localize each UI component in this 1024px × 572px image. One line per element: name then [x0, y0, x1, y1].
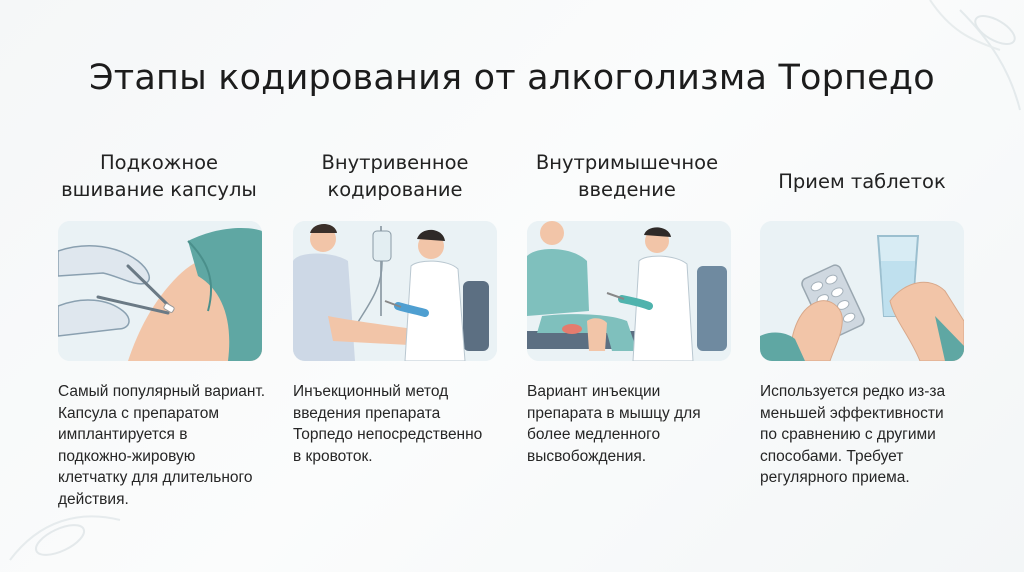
- description-line: Торпедо непосредственно: [293, 426, 483, 443]
- intramuscular-injection-illustration: [527, 221, 731, 361]
- stage-heading-intramuscular: Внутримышечное введение: [512, 149, 742, 203]
- stage-heading-pills: Прием таблеток: [747, 168, 977, 195]
- description-line: клетчатку для длительного: [58, 469, 253, 486]
- stage-description-pills: Используется редко из-за меньшей эффекти…: [760, 381, 978, 489]
- stage-heading-line: кодирование: [327, 178, 463, 201]
- description-line: имплантируется в: [58, 426, 188, 443]
- description-line: способами. Требует: [760, 447, 904, 465]
- stage-heading-line: Прием таблеток: [778, 170, 946, 193]
- stage-heading-line: вшивание капсулы: [61, 178, 257, 201]
- stage-description-iv: Инъекционный метод введения препарата То…: [293, 381, 511, 467]
- stage-heading-iv: Внутривенное кодирование: [280, 149, 510, 203]
- description-line: по сравнению с другими: [760, 426, 936, 443]
- stage-heading-line: Подкожное: [99, 151, 219, 174]
- stage-description-capsule: Самый популярный вариант. Капсула с преп…: [58, 381, 276, 510]
- description-line: высвобождения.: [527, 447, 647, 465]
- stage-heading-line: Внутривенное: [321, 151, 469, 174]
- description-line: Используется редко из-за: [760, 383, 946, 400]
- description-line: препарата в мышцу для: [527, 404, 701, 422]
- stage-heading-line: Внутримышечное: [535, 151, 719, 174]
- stage-description-intramuscular: Вариант инъекции препарата в мышцу для б…: [527, 381, 745, 467]
- page-title: Этапы кодирования от алкоголизма Торпедо: [89, 58, 935, 98]
- description-line: Самый популярный вариант.: [58, 383, 266, 400]
- pills-and-water-illustration: [760, 221, 964, 361]
- description-line: введения препарата: [293, 404, 441, 422]
- stage-heading-capsule: Подкожное вшивание капсулы: [44, 149, 274, 203]
- capsule-implant-illustration: [58, 221, 262, 361]
- description-line: Инъекционный метод: [293, 383, 449, 400]
- description-line: меньшей эффективности: [760, 404, 944, 422]
- description-line: подкожно-жировую: [58, 447, 196, 465]
- description-line: регулярного приема.: [760, 469, 910, 486]
- iv-drip-illustration: [293, 221, 497, 361]
- description-line: в кровоток.: [293, 447, 373, 465]
- description-line: Вариант инъекции: [527, 383, 661, 400]
- description-line: действия.: [58, 490, 129, 508]
- stage-heading-line: введение: [578, 178, 676, 201]
- description-line: Капсула с препаратом: [58, 404, 219, 422]
- description-line: более медленного: [527, 426, 661, 443]
